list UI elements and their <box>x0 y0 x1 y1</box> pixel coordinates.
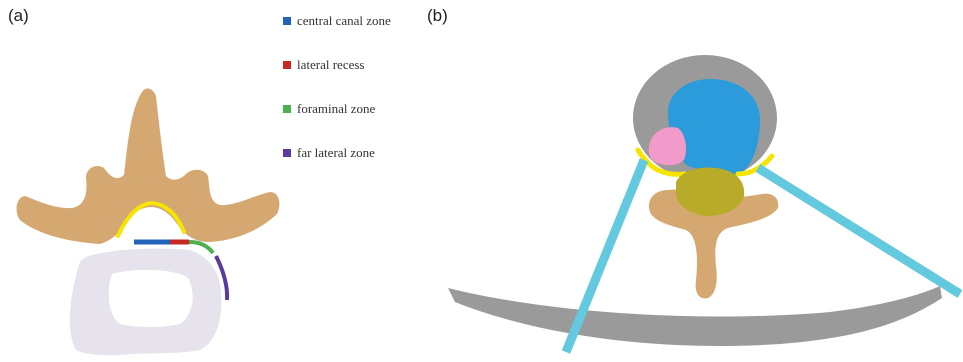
vertebral-body-hole <box>109 270 193 327</box>
instrument-right <box>758 168 960 294</box>
approach-diagram-b <box>448 55 960 352</box>
inner-body <box>676 168 744 216</box>
vertebra-diagram-a <box>17 89 280 356</box>
skin-arc <box>448 286 942 346</box>
